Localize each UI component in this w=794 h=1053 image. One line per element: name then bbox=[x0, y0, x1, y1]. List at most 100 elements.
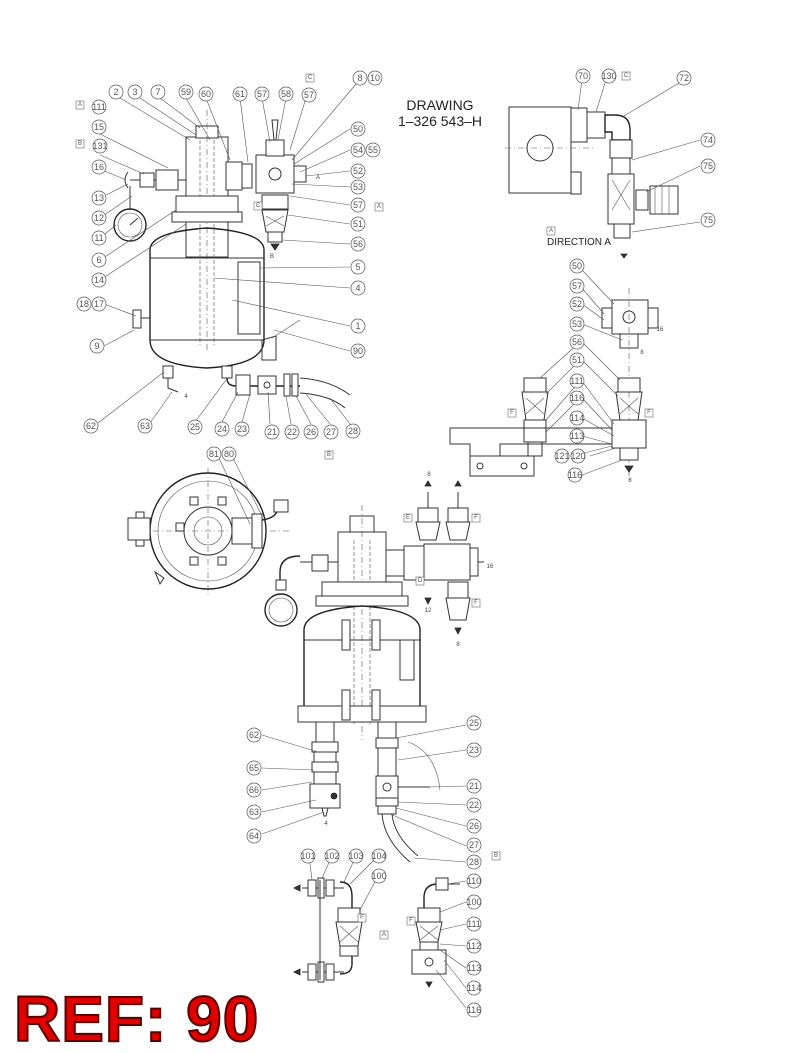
svg-text:50: 50 bbox=[353, 124, 363, 134]
svg-text:F: F bbox=[409, 918, 413, 924]
reference-label: REF: 90 bbox=[13, 983, 260, 1053]
svg-text:22: 22 bbox=[287, 427, 297, 437]
svg-text:26: 26 bbox=[469, 821, 479, 831]
part-callout: 131 bbox=[92, 138, 108, 154]
view-tag: B bbox=[75, 139, 85, 149]
part-callout: 52 bbox=[350, 163, 366, 179]
svg-text:10: 10 bbox=[370, 73, 380, 83]
part-callout: 23 bbox=[234, 421, 250, 437]
port-label: 8 bbox=[456, 642, 460, 648]
part-callout: 59 bbox=[178, 84, 194, 100]
svg-text:27: 27 bbox=[469, 840, 479, 850]
svg-text:55: 55 bbox=[368, 145, 378, 155]
svg-text:57: 57 bbox=[353, 200, 363, 210]
part-callout: 5 bbox=[350, 259, 366, 275]
svg-text:110: 110 bbox=[467, 876, 481, 886]
part-callout: 28 bbox=[466, 854, 482, 870]
part-callout: 22 bbox=[284, 424, 300, 440]
svg-text:25: 25 bbox=[469, 718, 479, 728]
svg-text:62: 62 bbox=[86, 421, 96, 431]
part-callout: 57 bbox=[350, 197, 366, 213]
port-label: 16 bbox=[487, 564, 494, 570]
svg-text:7: 7 bbox=[155, 87, 160, 97]
bottom-left-valve-detail bbox=[293, 877, 363, 983]
view-tag: E bbox=[403, 513, 413, 523]
svg-text:121: 121 bbox=[554, 451, 569, 461]
svg-text:11: 11 bbox=[94, 233, 103, 243]
port-label: 8 bbox=[427, 472, 431, 478]
view-tag: A bbox=[546, 226, 556, 236]
part-callout: 56 bbox=[350, 236, 366, 252]
svg-text:81: 81 bbox=[209, 449, 219, 459]
part-callout: 116 bbox=[569, 390, 585, 406]
svg-text:A: A bbox=[78, 102, 82, 108]
svg-text:C: C bbox=[256, 203, 261, 209]
svg-text:111: 111 bbox=[92, 102, 106, 112]
part-callout: 57 bbox=[301, 87, 317, 103]
part-callout: 14 bbox=[91, 272, 107, 288]
part-callout: 7 bbox=[150, 84, 166, 100]
part-callout: 51 bbox=[569, 352, 585, 368]
port-label: 8 bbox=[628, 478, 632, 484]
part-callout: 121 bbox=[554, 448, 570, 464]
port-label: 4 bbox=[324, 821, 328, 827]
part-callout: 6 bbox=[91, 252, 107, 268]
view-tags: C A B A C A B C F E F F D F F A F B bbox=[75, 71, 654, 940]
svg-text:1: 1 bbox=[355, 321, 360, 331]
part-callout: 28 bbox=[345, 423, 361, 439]
svg-text:51: 51 bbox=[572, 355, 582, 365]
part-callout: 9 bbox=[89, 338, 105, 354]
view-tag: A bbox=[75, 100, 85, 110]
svg-text:B: B bbox=[78, 141, 82, 147]
svg-text:61: 61 bbox=[235, 89, 245, 99]
part-callout: 10 bbox=[367, 70, 383, 86]
part-callout: 3 bbox=[127, 84, 143, 100]
part-callout: 52 bbox=[569, 296, 585, 312]
svg-text:113: 113 bbox=[467, 963, 481, 973]
svg-text:26: 26 bbox=[306, 427, 316, 437]
svg-text:3: 3 bbox=[132, 87, 137, 97]
svg-text:23: 23 bbox=[237, 424, 247, 434]
svg-text:22: 22 bbox=[469, 800, 479, 810]
part-callout: 60 bbox=[198, 86, 214, 102]
view-tag: B bbox=[491, 851, 501, 861]
view-tag: D bbox=[415, 576, 425, 586]
part-callout: 12 bbox=[91, 210, 107, 226]
part-callout: 114 bbox=[466, 980, 482, 996]
svg-text:111: 111 bbox=[467, 919, 481, 929]
part-callout: 51 bbox=[350, 216, 366, 232]
part-callout: 17 bbox=[91, 296, 107, 312]
svg-text:14: 14 bbox=[94, 275, 104, 285]
svg-text:131: 131 bbox=[92, 141, 107, 151]
drawing-title-line1: DRAWING bbox=[406, 97, 474, 113]
manifold-detail-view bbox=[449, 288, 659, 480]
svg-text:80: 80 bbox=[224, 449, 234, 459]
svg-text:114: 114 bbox=[467, 983, 481, 993]
view-tag: C bbox=[305, 73, 315, 83]
port-labels: A B 4 16 8 8 8 16 12 8 4 bbox=[184, 175, 664, 827]
view-tag: B bbox=[324, 450, 334, 460]
part-callout: 75 bbox=[700, 212, 716, 228]
part-callout: 57 bbox=[569, 278, 585, 294]
part-callout: 16 bbox=[91, 159, 107, 175]
part-callout: 104 bbox=[371, 848, 387, 864]
svg-text:100: 100 bbox=[371, 871, 386, 881]
svg-text:D: D bbox=[418, 578, 423, 584]
view-tag: F bbox=[406, 916, 416, 926]
port-label: B bbox=[270, 254, 274, 260]
part-callout: 90 bbox=[350, 343, 366, 359]
svg-text:62: 62 bbox=[249, 730, 259, 740]
svg-text:120: 120 bbox=[570, 451, 585, 461]
view-tag: F bbox=[644, 408, 654, 418]
part-callout: 11 bbox=[91, 230, 107, 246]
part-callout: 13 bbox=[91, 190, 107, 206]
part-callout: 53 bbox=[569, 316, 585, 332]
part-callout: 21 bbox=[466, 778, 482, 794]
part-callout: 111 bbox=[91, 99, 107, 115]
part-callout: 24 bbox=[214, 421, 230, 437]
part-callout: 58 bbox=[278, 86, 294, 102]
port-label: 12 bbox=[425, 608, 432, 614]
view-tag: F bbox=[471, 598, 481, 608]
svg-text:F: F bbox=[474, 515, 478, 521]
port-label: A bbox=[316, 175, 320, 181]
